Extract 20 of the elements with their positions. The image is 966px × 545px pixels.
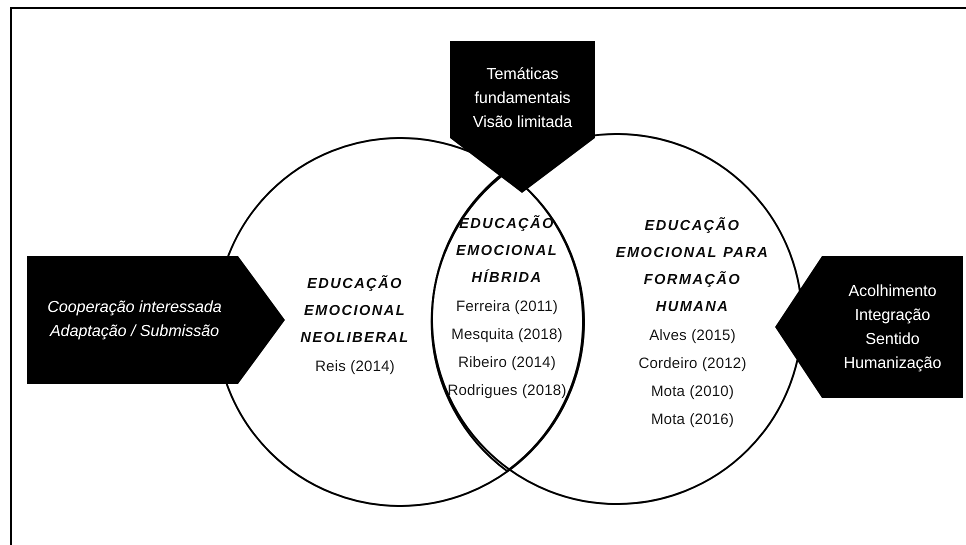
callout-text: Cooperação interessada: [47, 298, 222, 318]
callout-text: Temáticas fundamentais: [473, 65, 572, 109]
author-citation: Alves (2015): [649, 326, 736, 346]
author-citation: Cordeiro (2012): [638, 354, 747, 374]
author-citation: Rodrigues (2018): [447, 381, 567, 401]
author-citation: Mota (2016): [650, 410, 734, 430]
category-heading: EDUCAÇÃO EMOCIONAL PARA FORMAÇÃO HUMANA: [614, 216, 770, 317]
callout-text: Visão limitada: [472, 113, 574, 133]
author-citation: Ribeiro (2014): [458, 353, 556, 373]
callout-text: Acolhimento: [848, 282, 937, 302]
callout-text: Adaptação / Submissão: [50, 322, 219, 342]
callout-text: Sentido: [865, 330, 920, 350]
author-citation: Mota (2010): [650, 382, 734, 402]
category-heading: EDUCAÇÃO EMOCIONAL NEOLIBERAL: [299, 274, 411, 348]
author-citation: Mesquita (2018): [451, 325, 563, 345]
author-citation: Ferreira (2011): [456, 297, 558, 317]
category-heading: EDUCAÇÃO EMOCIONAL HÍBRIDA: [454, 214, 560, 288]
author-citation: Reis (2014): [315, 357, 395, 377]
callout-text: Integração: [854, 306, 930, 326]
callout-text: Humanização: [844, 354, 942, 374]
